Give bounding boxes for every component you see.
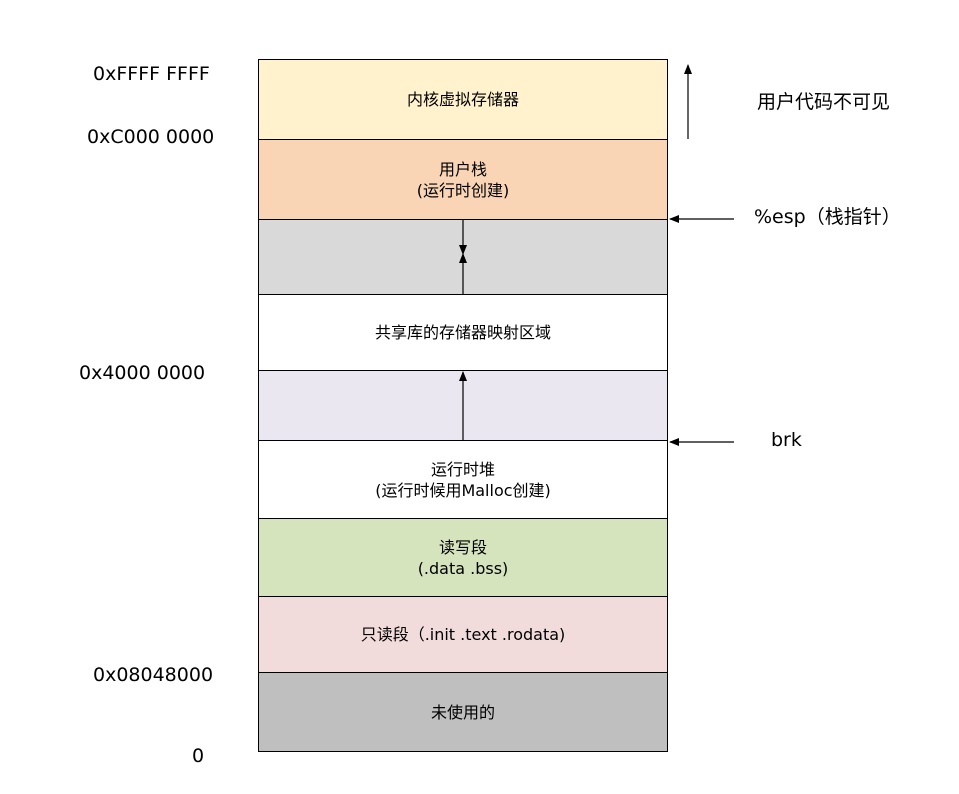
segment-read-write: 读写段 (.data .bss)	[258, 518, 668, 597]
address-label-shared-lib: 0x4000 0000	[79, 362, 206, 384]
kernel-invisible-note: 用户代码不可见	[757, 91, 891, 113]
segment-runtime-heap: 运行时堆 (运行时候用Malloc创建)	[258, 440, 668, 519]
address-label-text-start: 0x08048000	[93, 664, 214, 686]
segment-heap-growth-gap	[258, 370, 668, 441]
segment-label: 用户栈	[438, 159, 487, 179]
brk-pointer-label: brk	[771, 429, 802, 451]
address-label-zero: 0	[192, 745, 205, 767]
segment-label: 只读段（.init .text .rodata)	[360, 625, 566, 644]
address-label-top: 0xFFFF FFFF	[93, 63, 210, 85]
segment-unused: 未使用的	[258, 672, 668, 752]
segment-stack-growth-gap	[258, 219, 668, 295]
esp-pointer-label: %esp（栈指针）	[754, 206, 901, 228]
segment-label: 未使用的	[430, 702, 495, 722]
segment-label: 读写段	[438, 537, 487, 557]
segment-shared-library-mapping: 共享库的存储器映射区域	[258, 294, 668, 371]
address-label-kernel-start: 0xC000 0000	[87, 126, 215, 148]
segment-kernel-virtual-memory: 内核虚拟存储器	[258, 59, 668, 140]
segment-sublabel: (运行时创建)	[416, 180, 510, 200]
segment-sublabel: (运行时候用Malloc创建)	[375, 480, 551, 500]
segment-user-stack: 用户栈 (运行时创建)	[258, 139, 668, 220]
segment-label: 内核虚拟存储器	[406, 90, 519, 109]
segment-label: 运行时堆	[430, 459, 495, 479]
segment-label: 共享库的存储器映射区域	[374, 323, 551, 342]
segment-read-only: 只读段（.init .text .rodata)	[258, 596, 668, 673]
segment-sublabel: (.data .bss)	[417, 558, 509, 578]
